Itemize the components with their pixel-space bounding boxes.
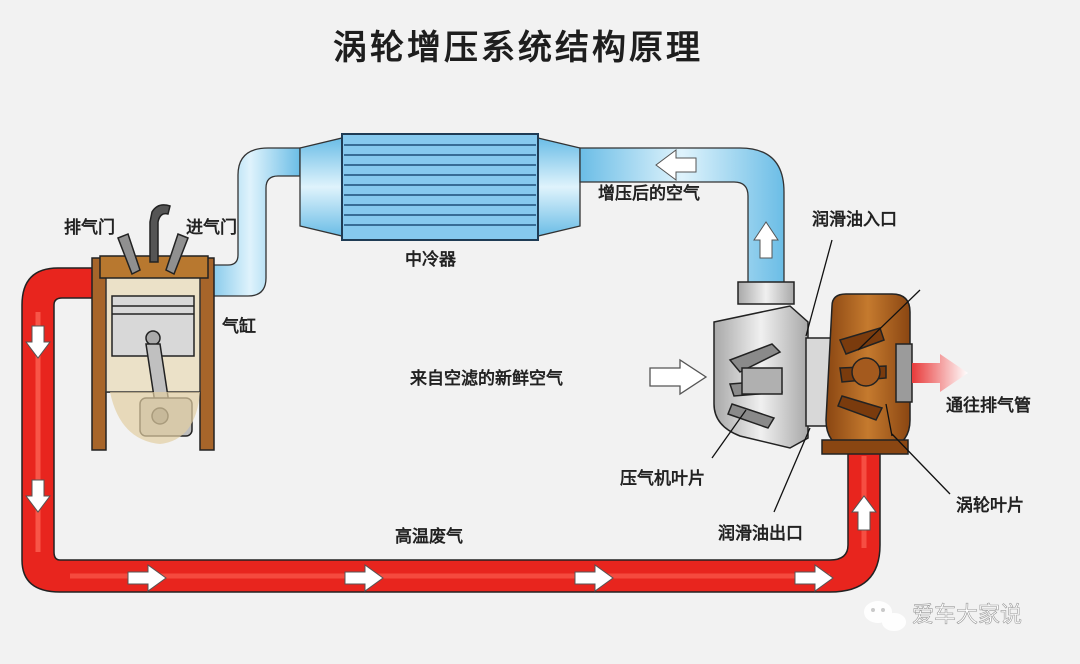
label-cylinder: 气缸 <box>221 316 256 337</box>
watermark: 爱车大家说 <box>864 601 1022 631</box>
compressor-wheel <box>727 343 783 429</box>
arrow-right-icon <box>794 564 834 592</box>
label-turbine-blade: 涡轮叶片 <box>956 495 1024 516</box>
engine-cylinder <box>91 204 215 451</box>
exhaust-flow-arrows <box>25 325 877 592</box>
arrow-right-icon <box>127 564 167 592</box>
leader-lines <box>711 239 951 513</box>
arrow-up-icon <box>753 221 779 259</box>
label-intake-valve: 进气门 <box>186 217 237 238</box>
fresh-air-arrow-icon <box>649 358 708 396</box>
wechat-icon <box>864 601 906 631</box>
label-intercooler: 中冷器 <box>405 249 457 270</box>
arrow-down-icon <box>25 325 51 359</box>
arrow-right-icon <box>344 564 384 592</box>
label-exhaust-valve: 排气门 <box>64 217 115 238</box>
arrow-down-icon <box>25 479 51 513</box>
arrow-right-icon <box>574 564 614 592</box>
air-flow-arrows <box>655 149 779 259</box>
intercooler <box>341 133 539 241</box>
label-fresh-air: 来自空滤的新鲜空气 <box>409 368 563 389</box>
label-pressurized-air: 增压后的空气 <box>598 183 700 204</box>
label-to-exhaust: 通往排气管 <box>946 395 1031 416</box>
arrow-left-icon <box>655 149 697 181</box>
arrow-up-icon <box>851 495 877 531</box>
turbocharger <box>713 281 913 455</box>
watermark-text: 爱车大家说 <box>912 603 1022 628</box>
label-oil-inlet: 润滑油入口 <box>812 209 897 230</box>
diagram-title: 涡轮增压系统结构原理 <box>333 28 703 68</box>
pressurized-air-pipe <box>199 137 785 297</box>
exhaust-out-arrow-icon <box>912 354 968 392</box>
turbine-wheel <box>837 327 887 421</box>
label-oil-outlet: 润滑油出口 <box>718 523 803 544</box>
label-hot-exhaust: 高温废气 <box>395 526 463 547</box>
label-compressor-blade: 压气机叶片 <box>620 468 705 489</box>
